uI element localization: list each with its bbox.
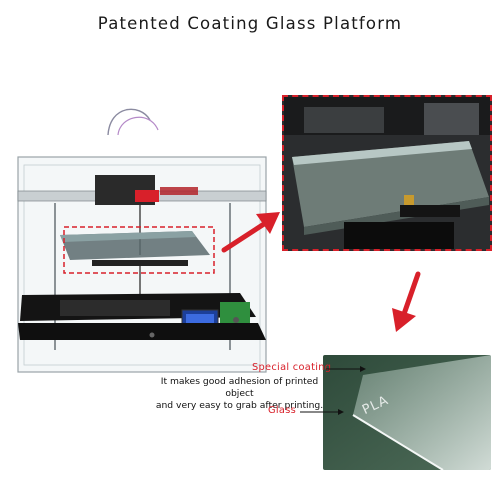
arrow-to-zoom-icon [221,212,280,253]
printer-image [17,108,267,373]
special-coating-label: Special coating [252,362,332,373]
arrow-to-glass-icon [392,271,421,332]
glass-pointer [300,409,344,415]
adhesion-description: It makes good adhesion of printed object… [152,376,327,412]
glass-closeup-image [323,355,491,470]
zoom-inset-image [284,97,490,249]
adhesion-description-line-2: and very easy to grab after printing. [155,400,324,411]
glass-label: Glass [268,405,297,416]
adhesion-description-line-1: It makes good adhesion of printed object [160,376,319,399]
zoom-inset-frame [282,95,492,251]
page-title: Patented Coating Glass Platform [97,14,403,33]
special-coating-pointer [326,366,366,372]
